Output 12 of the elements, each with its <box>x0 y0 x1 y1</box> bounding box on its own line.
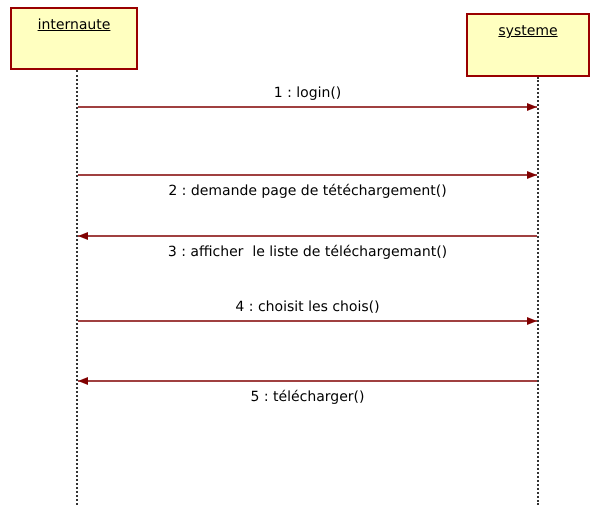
message-arrow <box>78 317 537 325</box>
lifeline <box>76 70 78 505</box>
message-label: 5 : télécharger() <box>248 389 366 405</box>
lifeline-header-box <box>10 7 138 70</box>
message-arrow <box>78 377 537 385</box>
object-name: systeme <box>498 23 558 39</box>
lifeline <box>537 77 539 505</box>
object-name: internaute <box>38 17 110 33</box>
message-arrow <box>78 171 537 179</box>
message-arrow <box>78 232 537 240</box>
message-arrow <box>78 103 537 111</box>
lifeline-header-box <box>466 13 590 77</box>
